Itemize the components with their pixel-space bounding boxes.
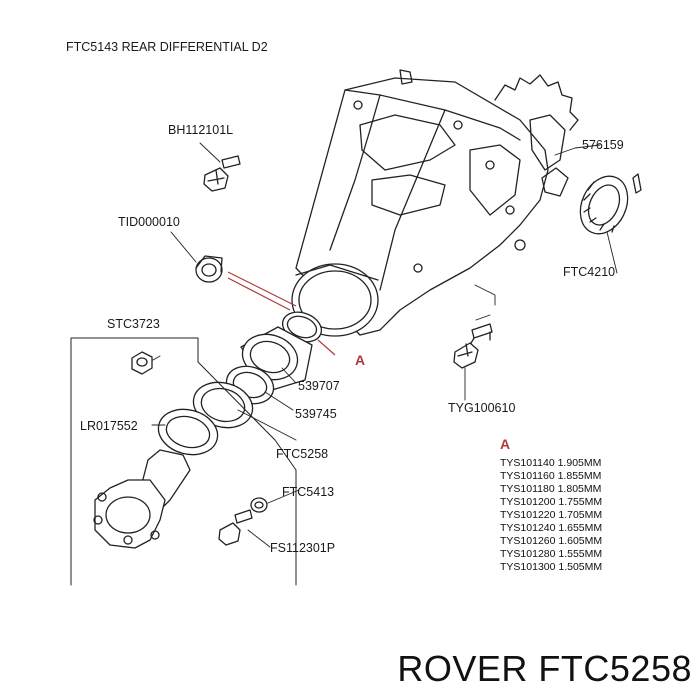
label-539707: 539707 [298, 379, 340, 393]
label-fs112301p: FS112301P [270, 541, 336, 555]
bolt-bh112101l [203, 155, 241, 192]
drive-flange [93, 449, 191, 549]
shim-row: TYS101180 1.805MM [500, 483, 602, 495]
bolt-fs112301p [218, 509, 253, 546]
label-stc3723: STC3723 [107, 317, 160, 331]
label-bh112101l: BH112101L [168, 123, 234, 137]
shim-row: TYS101160 1.855MM [500, 470, 602, 482]
brand-caption: ROVER FTC5258 [397, 648, 692, 689]
shim-table-header: A [500, 436, 511, 452]
shim-row: TYS101260 1.605MM [500, 535, 603, 547]
oil-seal-ftc5258 [192, 381, 254, 429]
shim-row: TYS101300 1.505MM [500, 561, 603, 573]
shim-row: TYS101240 1.655MM [500, 522, 603, 534]
dust-cover-lr017552 [157, 408, 219, 456]
label-539745: 539745 [295, 407, 337, 421]
label-ftc5258: FTC5258 [276, 447, 329, 461]
seal-tid000010 [195, 255, 223, 283]
shim-table: TYS101140 1.905MM TYS101160 1.855MM TYS1… [500, 457, 602, 574]
label-lr017552: LR017552 [80, 419, 138, 433]
side-bearing-576159 [579, 173, 642, 235]
label-tyg100610: TYG100610 [448, 401, 516, 415]
label-ftc4210: FTC4210 [563, 265, 616, 279]
diagram-title: FTC5143 REAR DIFFERENTIAL D2 [66, 40, 268, 54]
label-tid000010: TID000010 [118, 215, 180, 229]
bolt-tyg100610 [453, 323, 493, 369]
nut-stc3723 [131, 351, 153, 375]
shim-row: TYS101220 1.705MM [500, 509, 603, 521]
label-ftc5413: FTC5413 [282, 485, 335, 499]
washer-ftc5413 [250, 497, 268, 513]
differential-housing [291, 69, 579, 337]
shim-row: TYS101140 1.905MM [500, 457, 602, 469]
marker-a: A [355, 352, 366, 368]
flange-group-bracket [70, 337, 297, 586]
label-576159: 576159 [582, 138, 624, 152]
shim-row: TYS101280 1.555MM [500, 548, 603, 560]
shim-row: TYS101200 1.755MM [500, 496, 603, 508]
